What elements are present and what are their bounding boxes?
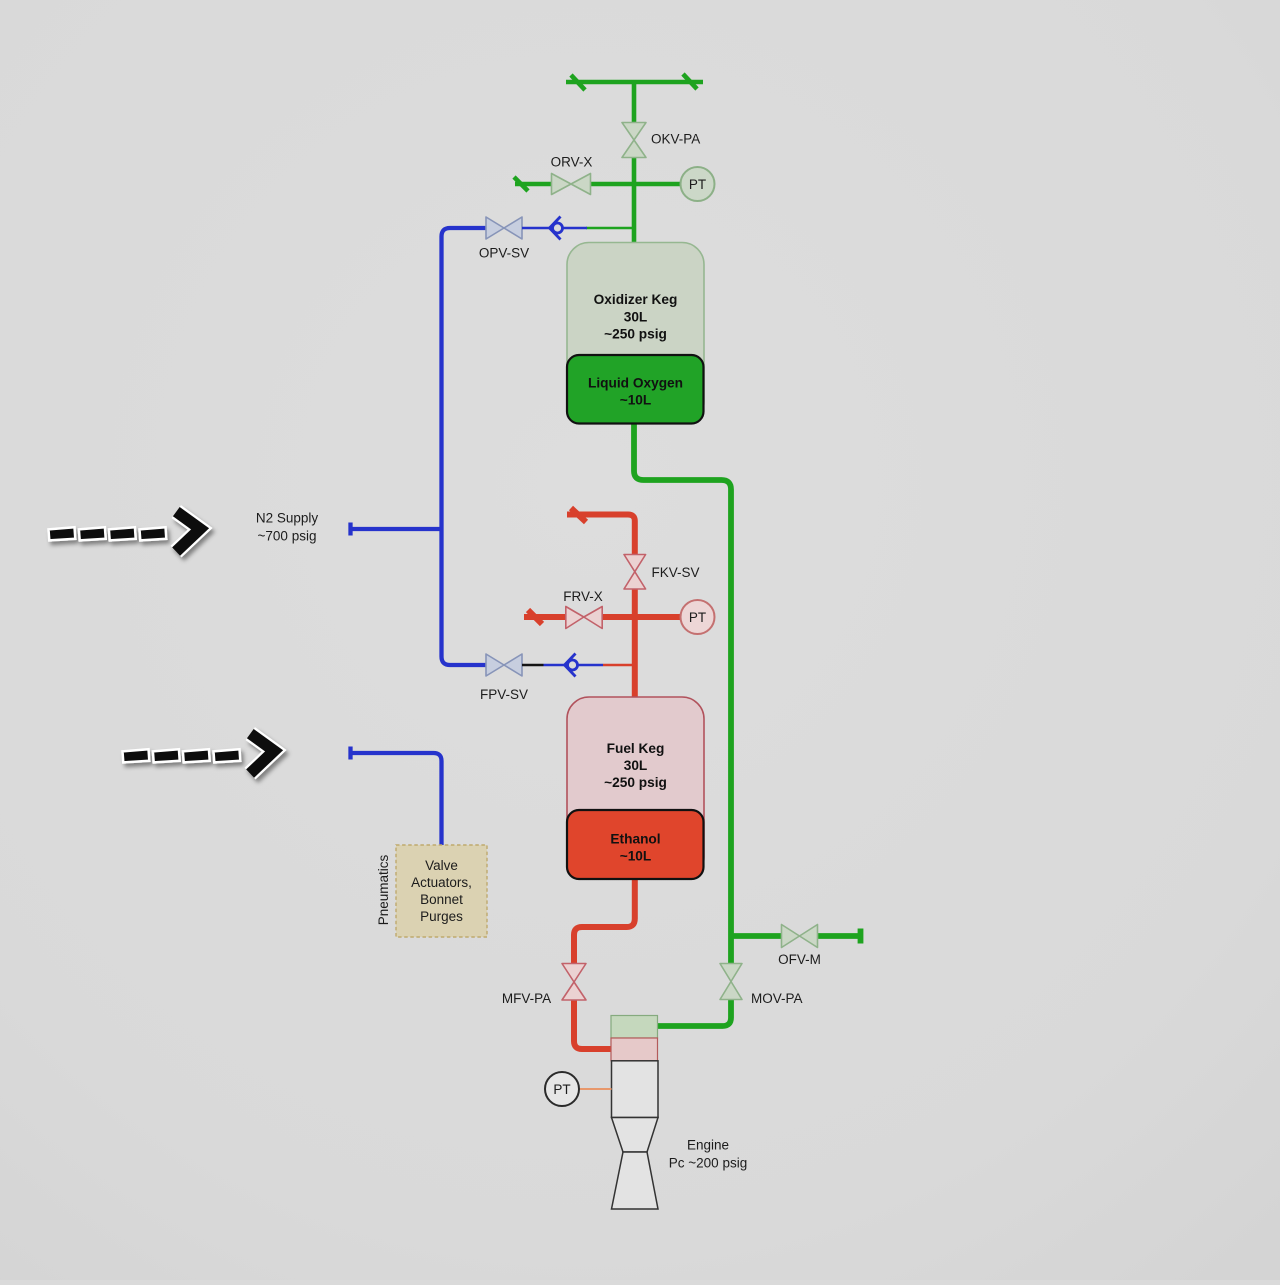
svg-text:PT: PT xyxy=(689,177,706,192)
svg-text:FPV-SV: FPV-SV xyxy=(480,687,528,702)
svg-text:OKV-PA: OKV-PA xyxy=(651,132,700,147)
svg-text:PT: PT xyxy=(553,1082,570,1097)
svg-text:OPV-SV: OPV-SV xyxy=(479,246,529,261)
svg-text:Oxidizer Keg: Oxidizer Keg xyxy=(594,292,678,307)
svg-text:Liquid Oxygen: Liquid Oxygen xyxy=(588,376,683,391)
svg-text:~10L: ~10L xyxy=(620,849,652,864)
svg-text:N2 Supply: N2 Supply xyxy=(256,511,319,526)
svg-text:Actuators,: Actuators, xyxy=(411,875,472,890)
svg-text:Bonnet: Bonnet xyxy=(420,892,463,907)
svg-text:30L: 30L xyxy=(624,758,648,773)
svg-text:~700 psig: ~700 psig xyxy=(258,529,317,544)
svg-text:ORV-X: ORV-X xyxy=(551,155,593,170)
svg-text:Valve: Valve xyxy=(425,858,458,873)
svg-text:OFV-M: OFV-M xyxy=(778,952,821,967)
svg-text:MOV-PA: MOV-PA xyxy=(751,991,803,1006)
svg-text:~10L: ~10L xyxy=(620,393,652,408)
svg-text:FKV-SV: FKV-SV xyxy=(652,565,700,580)
svg-text:Engine: Engine xyxy=(687,1138,729,1153)
svg-text:~250 psig: ~250 psig xyxy=(604,775,667,790)
svg-text:Ethanol: Ethanol xyxy=(610,832,660,847)
svg-text:30L: 30L xyxy=(624,310,648,325)
svg-text:Purges: Purges xyxy=(420,909,463,924)
svg-text:Pneumatics: Pneumatics xyxy=(376,854,391,925)
svg-text:FRV-X: FRV-X xyxy=(563,589,603,604)
svg-text:Fuel Keg: Fuel Keg xyxy=(607,741,665,756)
svg-text:~250 psig: ~250 psig xyxy=(604,327,667,342)
svg-text:PT: PT xyxy=(689,610,706,625)
svg-text:Pc ~200 psig: Pc ~200 psig xyxy=(669,1156,747,1171)
svg-text:MFV-PA: MFV-PA xyxy=(502,991,551,1006)
